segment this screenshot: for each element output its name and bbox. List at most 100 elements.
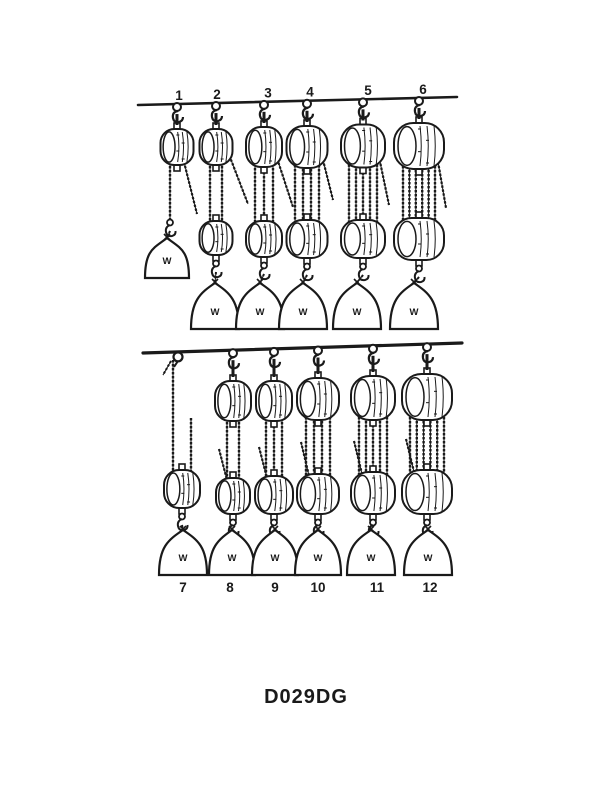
- block-cheek: [201, 222, 215, 254]
- hook-eye: [369, 518, 377, 527]
- shackle-ring: [211, 101, 221, 112]
- hook-icon: [164, 224, 177, 238]
- block-hatch: [433, 220, 436, 258]
- hook-eye: [303, 262, 311, 271]
- block-cheek: [248, 129, 263, 165]
- block-hatch: [441, 472, 444, 512]
- tackle-9: W9: [250, 346, 300, 595]
- shackle-ring: [302, 98, 312, 109]
- weight-label: W: [163, 256, 172, 267]
- tackle-number: 3: [264, 86, 272, 101]
- block-cheek: [217, 480, 232, 512]
- hook-icon: [413, 103, 427, 118]
- tackle-8: W8: [207, 348, 257, 595]
- tackle-1: W1: [143, 88, 199, 280]
- block-hatch: [274, 129, 277, 165]
- figure-code: D029DG: [264, 686, 348, 708]
- tackle-number: 9: [271, 580, 279, 595]
- weight-label: W: [271, 553, 280, 564]
- weight-label: W: [211, 307, 220, 318]
- block-hatch: [433, 125, 436, 167]
- tackle-12: W12: [401, 342, 454, 595]
- block-cheek: [353, 474, 372, 512]
- block-hatch: [243, 383, 246, 419]
- block-cheek: [289, 128, 306, 166]
- tackle-6: W6: [388, 82, 448, 331]
- block-hatch: [186, 131, 189, 163]
- block-cheek: [217, 383, 232, 419]
- block-hatch: [284, 383, 287, 419]
- hook-eye: [270, 518, 278, 527]
- weight-knot: [353, 278, 361, 286]
- weight-bell: [388, 281, 440, 331]
- block-cheek: [343, 222, 362, 256]
- block-cheek: [299, 476, 317, 512]
- shackle-ring: [358, 97, 368, 108]
- block-hatch: [330, 476, 333, 512]
- shackle-ring: [172, 351, 184, 363]
- weight-knot: [314, 525, 322, 533]
- hook-eye: [423, 518, 431, 527]
- weight-knot: [410, 278, 418, 286]
- tackle-number: 4: [306, 85, 314, 100]
- shackle-ring: [228, 348, 238, 359]
- weight-label: W: [424, 553, 433, 564]
- rope-strand: [274, 154, 295, 208]
- block-hatch: [385, 378, 388, 418]
- tackle-number: 7: [179, 580, 187, 595]
- shackle-ring: [259, 99, 269, 110]
- rope-strand: [299, 441, 312, 481]
- hook-eye: [178, 512, 186, 521]
- block-hatch: [385, 474, 388, 512]
- tackle-3: W3: [234, 86, 295, 331]
- block-cheek: [405, 376, 425, 418]
- tackle-4: W4: [277, 85, 335, 331]
- block-hatch: [192, 472, 195, 506]
- tackle-5: W5: [331, 83, 391, 331]
- block-cheek: [257, 478, 273, 512]
- support-bar-bottom: [141, 341, 464, 355]
- tackle-number: 11: [370, 580, 385, 595]
- hook-eye: [260, 261, 268, 270]
- block-hatch: [225, 223, 228, 253]
- tackle-number: 10: [310, 580, 325, 595]
- hook-icon: [210, 265, 223, 279]
- block-hatch: [284, 478, 288, 512]
- hook-icon: [258, 267, 271, 281]
- rope-strand: [352, 440, 365, 479]
- hook-eye: [415, 264, 423, 273]
- weight-label: W: [314, 553, 323, 564]
- weight-bell: [189, 281, 241, 331]
- shackle-ring: [269, 346, 279, 357]
- tackle-7: W7: [157, 351, 209, 595]
- hook-eye: [359, 262, 367, 271]
- hook-icon: [258, 107, 272, 122]
- block-hatch: [318, 222, 322, 256]
- tackle-2: W2: [189, 87, 250, 331]
- block-cheek: [353, 378, 372, 418]
- block-cheek: [166, 472, 181, 506]
- tackle-10: W 10: [293, 345, 343, 595]
- block-cheek: [201, 131, 215, 163]
- weight-knot: [256, 278, 264, 286]
- hook-icon: [312, 353, 326, 367]
- block-hatch: [441, 376, 444, 418]
- weight-knot: [211, 278, 219, 286]
- weight-bell: [277, 281, 329, 331]
- weight-knot: [228, 525, 236, 533]
- block-cheek: [397, 125, 417, 167]
- block-cheek: [162, 131, 176, 163]
- weight-knot: [163, 233, 171, 241]
- block-cheek: [248, 223, 263, 255]
- weight-knot: [299, 278, 307, 286]
- hook-eye: [314, 518, 322, 527]
- shackle-ring: [422, 342, 432, 353]
- block-cheek: [299, 380, 317, 418]
- tackle-number: 5: [364, 83, 372, 98]
- block-hatch: [330, 380, 333, 418]
- hook-eye: [212, 259, 220, 268]
- hook-eye: [229, 518, 237, 527]
- weight-label: W: [179, 553, 188, 564]
- weight-knot: [179, 525, 187, 533]
- rope-strand: [226, 151, 250, 205]
